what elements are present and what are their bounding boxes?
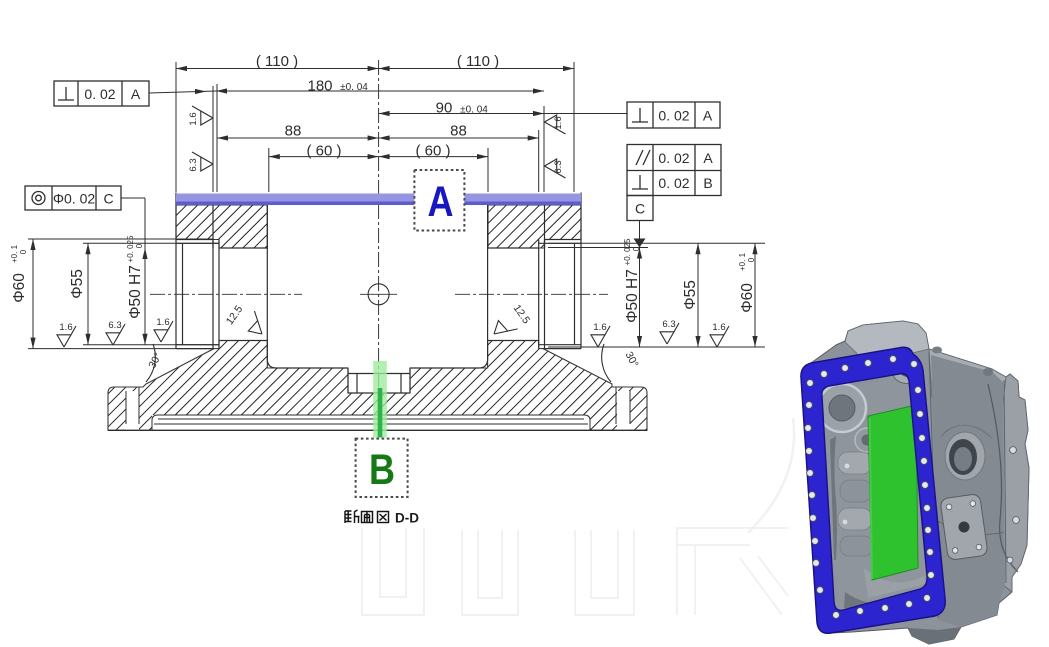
svg-text:0. 02: 0. 02 xyxy=(84,86,115,102)
svg-text:A: A xyxy=(131,86,141,102)
svg-text:±0. 04: ±0. 04 xyxy=(340,82,368,93)
svg-text:Φ60: Φ60 xyxy=(739,283,756,313)
svg-text:0. 02: 0. 02 xyxy=(658,108,689,124)
svg-text:A: A xyxy=(428,178,454,226)
svg-text:1.6: 1.6 xyxy=(712,322,725,333)
svg-text:0: 0 xyxy=(19,249,28,254)
svg-text:+0. 1: +0. 1 xyxy=(738,252,747,271)
svg-text:B: B xyxy=(703,175,712,191)
svg-text:±0. 04: ±0. 04 xyxy=(460,105,488,116)
svg-text:Φ0. 02: Φ0. 02 xyxy=(53,191,96,207)
svg-text:0: 0 xyxy=(632,246,641,251)
svg-text:1.6: 1.6 xyxy=(553,116,564,129)
svg-text:0: 0 xyxy=(747,257,756,262)
svg-text:6.3: 6.3 xyxy=(108,320,121,331)
svg-text:180: 180 xyxy=(307,78,332,95)
svg-text:+0. 025: +0. 025 xyxy=(126,235,135,262)
svg-text:1.6: 1.6 xyxy=(59,322,72,333)
svg-text:Φ55: Φ55 xyxy=(682,280,699,310)
svg-text:( 60 ): ( 60 ) xyxy=(306,143,341,160)
svg-text:Φ55: Φ55 xyxy=(69,269,86,299)
svg-text:1.6: 1.6 xyxy=(188,112,199,125)
svg-text:B: B xyxy=(369,446,395,494)
svg-text:Φ60: Φ60 xyxy=(11,273,28,303)
svg-text:88: 88 xyxy=(450,123,467,140)
svg-text:6.3: 6.3 xyxy=(662,319,675,330)
svg-text:6.3: 6.3 xyxy=(188,158,199,171)
svg-text:D-D: D-D xyxy=(395,511,419,526)
svg-text:1.6: 1.6 xyxy=(593,322,606,333)
svg-text:( 60 ): ( 60 ) xyxy=(415,143,450,160)
svg-text:0: 0 xyxy=(135,243,144,248)
svg-text:( 110 ): ( 110 ) xyxy=(256,53,298,70)
svg-text:C: C xyxy=(635,201,645,217)
svg-text:6.3: 6.3 xyxy=(553,160,564,173)
svg-text:1.6: 1.6 xyxy=(156,317,169,328)
svg-text:90: 90 xyxy=(436,100,453,117)
svg-text:Φ50 H7: Φ50 H7 xyxy=(624,269,641,323)
svg-text:88: 88 xyxy=(285,123,302,140)
svg-text:A: A xyxy=(703,108,713,124)
svg-text:( 110 ): ( 110 ) xyxy=(457,53,499,70)
svg-text:Φ50 H7: Φ50 H7 xyxy=(127,265,144,319)
svg-text:+0. 025: +0. 025 xyxy=(623,238,632,265)
svg-text:A: A xyxy=(703,150,713,166)
svg-text:0. 02: 0. 02 xyxy=(658,150,689,166)
svg-text:C: C xyxy=(103,191,113,207)
svg-text:+0. 1: +0. 1 xyxy=(10,244,19,263)
svg-text:0. 02: 0. 02 xyxy=(658,175,689,191)
